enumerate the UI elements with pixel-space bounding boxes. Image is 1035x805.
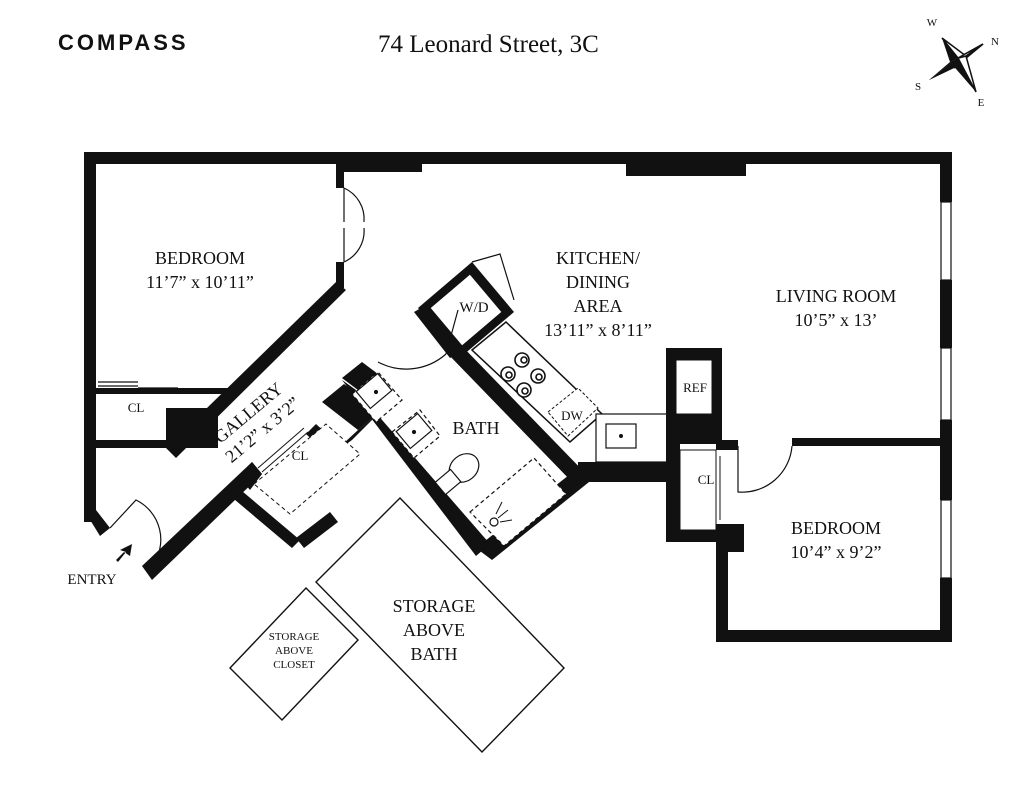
kitchen-walls [578,348,744,552]
kitchen-counter: DW [470,320,669,463]
refrigerator-label: REF [683,380,707,395]
vanity-sink-icon [355,372,393,410]
kitchen-name-line-3: AREA [574,296,623,316]
bedroom-1-walls [96,164,346,458]
storage-bath-line-3: BATH [410,644,457,664]
bath-name: BATH [452,418,499,438]
bedroom-2-name: BEDROOM [791,518,881,538]
storage-closet-line-2: ABOVE [275,645,313,657]
kitchen-name-line-1: KITCHEN/ [556,248,640,268]
compass-rose-icon: W N S E [915,17,999,109]
compass-north-label: N [991,36,999,48]
closet-label-bedroom-2: CL [698,472,715,487]
stove-icon [500,352,546,398]
doors [98,187,793,567]
compass-west-label: W [927,17,938,29]
storage-closet-line-3: CLOSET [273,659,315,671]
windows [940,201,952,579]
shower-area [469,457,567,547]
bedroom-1-name: BEDROOM [155,248,245,268]
dishwasher-label: DW [561,408,583,423]
entry-label: ENTRY [67,572,116,588]
gallery-closet: CL [253,423,361,515]
entry-arrow-icon [116,544,132,562]
storage-closet-line-1: STORAGE [269,631,320,643]
closet-label-bedroom-1: CL [128,400,145,415]
storage-bath-line-1: STORAGE [393,596,476,616]
closet-label-gallery: CL [292,448,309,463]
living-room-name: LIVING ROOM [776,286,897,306]
kitchen-name-line-2: DINING [566,272,630,292]
refrigerator: REF [675,359,713,415]
shower-drain-icon [489,517,499,527]
page-title: 74 Leonard Street, 3C [378,31,599,58]
compass-south-label: S [915,81,921,93]
bedroom-2-size: 10’4” x 9’2” [791,542,882,562]
bedroom-2-closet: CL [679,449,721,531]
storage-outlines [229,497,565,754]
walls [84,152,952,642]
washer-dryer-closet: W/D [418,262,514,356]
compass-logo: COMPASS [58,30,189,55]
brand-name: COMPASS [58,30,189,55]
bedroom-1-closet: CL [96,394,166,440]
living-room-size: 10’5” x 13’ [795,310,878,330]
bedroom-1-size: 11’7” x 10’11” [146,272,254,292]
washer-dryer-label: W/D [459,300,488,316]
compass-east-label: E [978,97,985,109]
storage-bath-line-2: ABOVE [403,620,465,640]
kitchen-size: 13’11” x 8’11” [544,320,652,340]
bath-fixtures [351,371,567,547]
